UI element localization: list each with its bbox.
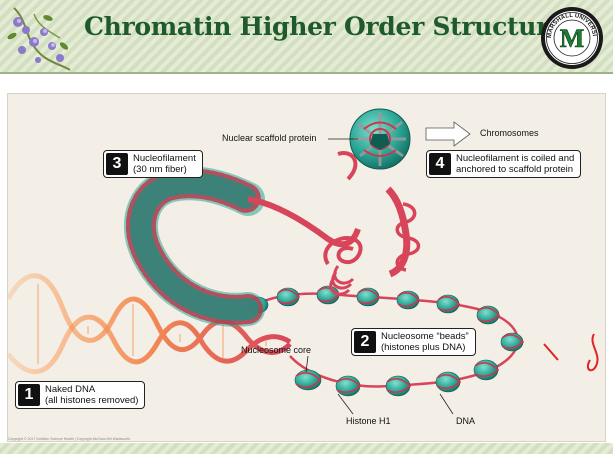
callout-line2: (30 nm fiber) [133,164,187,175]
callout-number: 4 [429,153,451,175]
footer-band [0,443,613,454]
callout-line2: (all histones removed) [45,395,139,406]
copyright-text: Copyright © 2017 Nutrition Science Healt… [8,437,131,441]
label-nucleosome-core: Nucleosome core [241,345,312,355]
callout-line2: (histones plus DNA) [381,342,466,353]
page-title: Chromatin Higher Order Structures [84,12,579,41]
flower-vine-logo [7,7,71,71]
label-nuclear-scaffold: Nuclear scaffold protein [222,133,317,143]
annotation-scribble [543,333,599,372]
callout-line1: Nucleofilament is coiled and [456,153,575,164]
nucleosome-beads-string [247,285,525,397]
callout-line1: Naked DNA [45,384,96,395]
nucleofilament-fiber [123,166,265,327]
naked-dna-helix [8,273,292,374]
chromatin-diagram [8,108,525,415]
callout-3-nucleofilament: 3 Nucleofilament(30 nm fiber) [103,150,203,178]
callout-number: 2 [354,331,376,353]
callout-1-naked-dna: 1 Naked DNA(all histones removed) [15,381,146,409]
callout-number: 3 [106,153,128,175]
label-histone-h1: Histone H1 [346,416,391,426]
callout-line1: Nucleofilament [133,153,196,164]
header-band [0,0,613,72]
callout-number: 1 [18,384,40,406]
university-seal-logo: MARSHALL UNIVERSITY M [540,6,603,69]
header-divider [0,72,613,74]
nuclear-scaffold [349,108,411,170]
coiled-nucleofilament [247,151,421,296]
chromatin-figure: Nuclear scaffold protein Chromosomes Nuc… [7,93,606,442]
callout-2-nucleosome-beads: 2 Nucleosome “beads”(histones plus DNA) [351,328,476,356]
seal-letter: M [560,24,585,53]
chromosomes-arrow [425,121,471,147]
label-dna: DNA [456,416,476,426]
callout-line1: Nucleosome “beads” [381,331,469,342]
label-chromosomes: Chromosomes [480,128,539,138]
callout-line2: anchored to scaffold protein [456,164,574,175]
